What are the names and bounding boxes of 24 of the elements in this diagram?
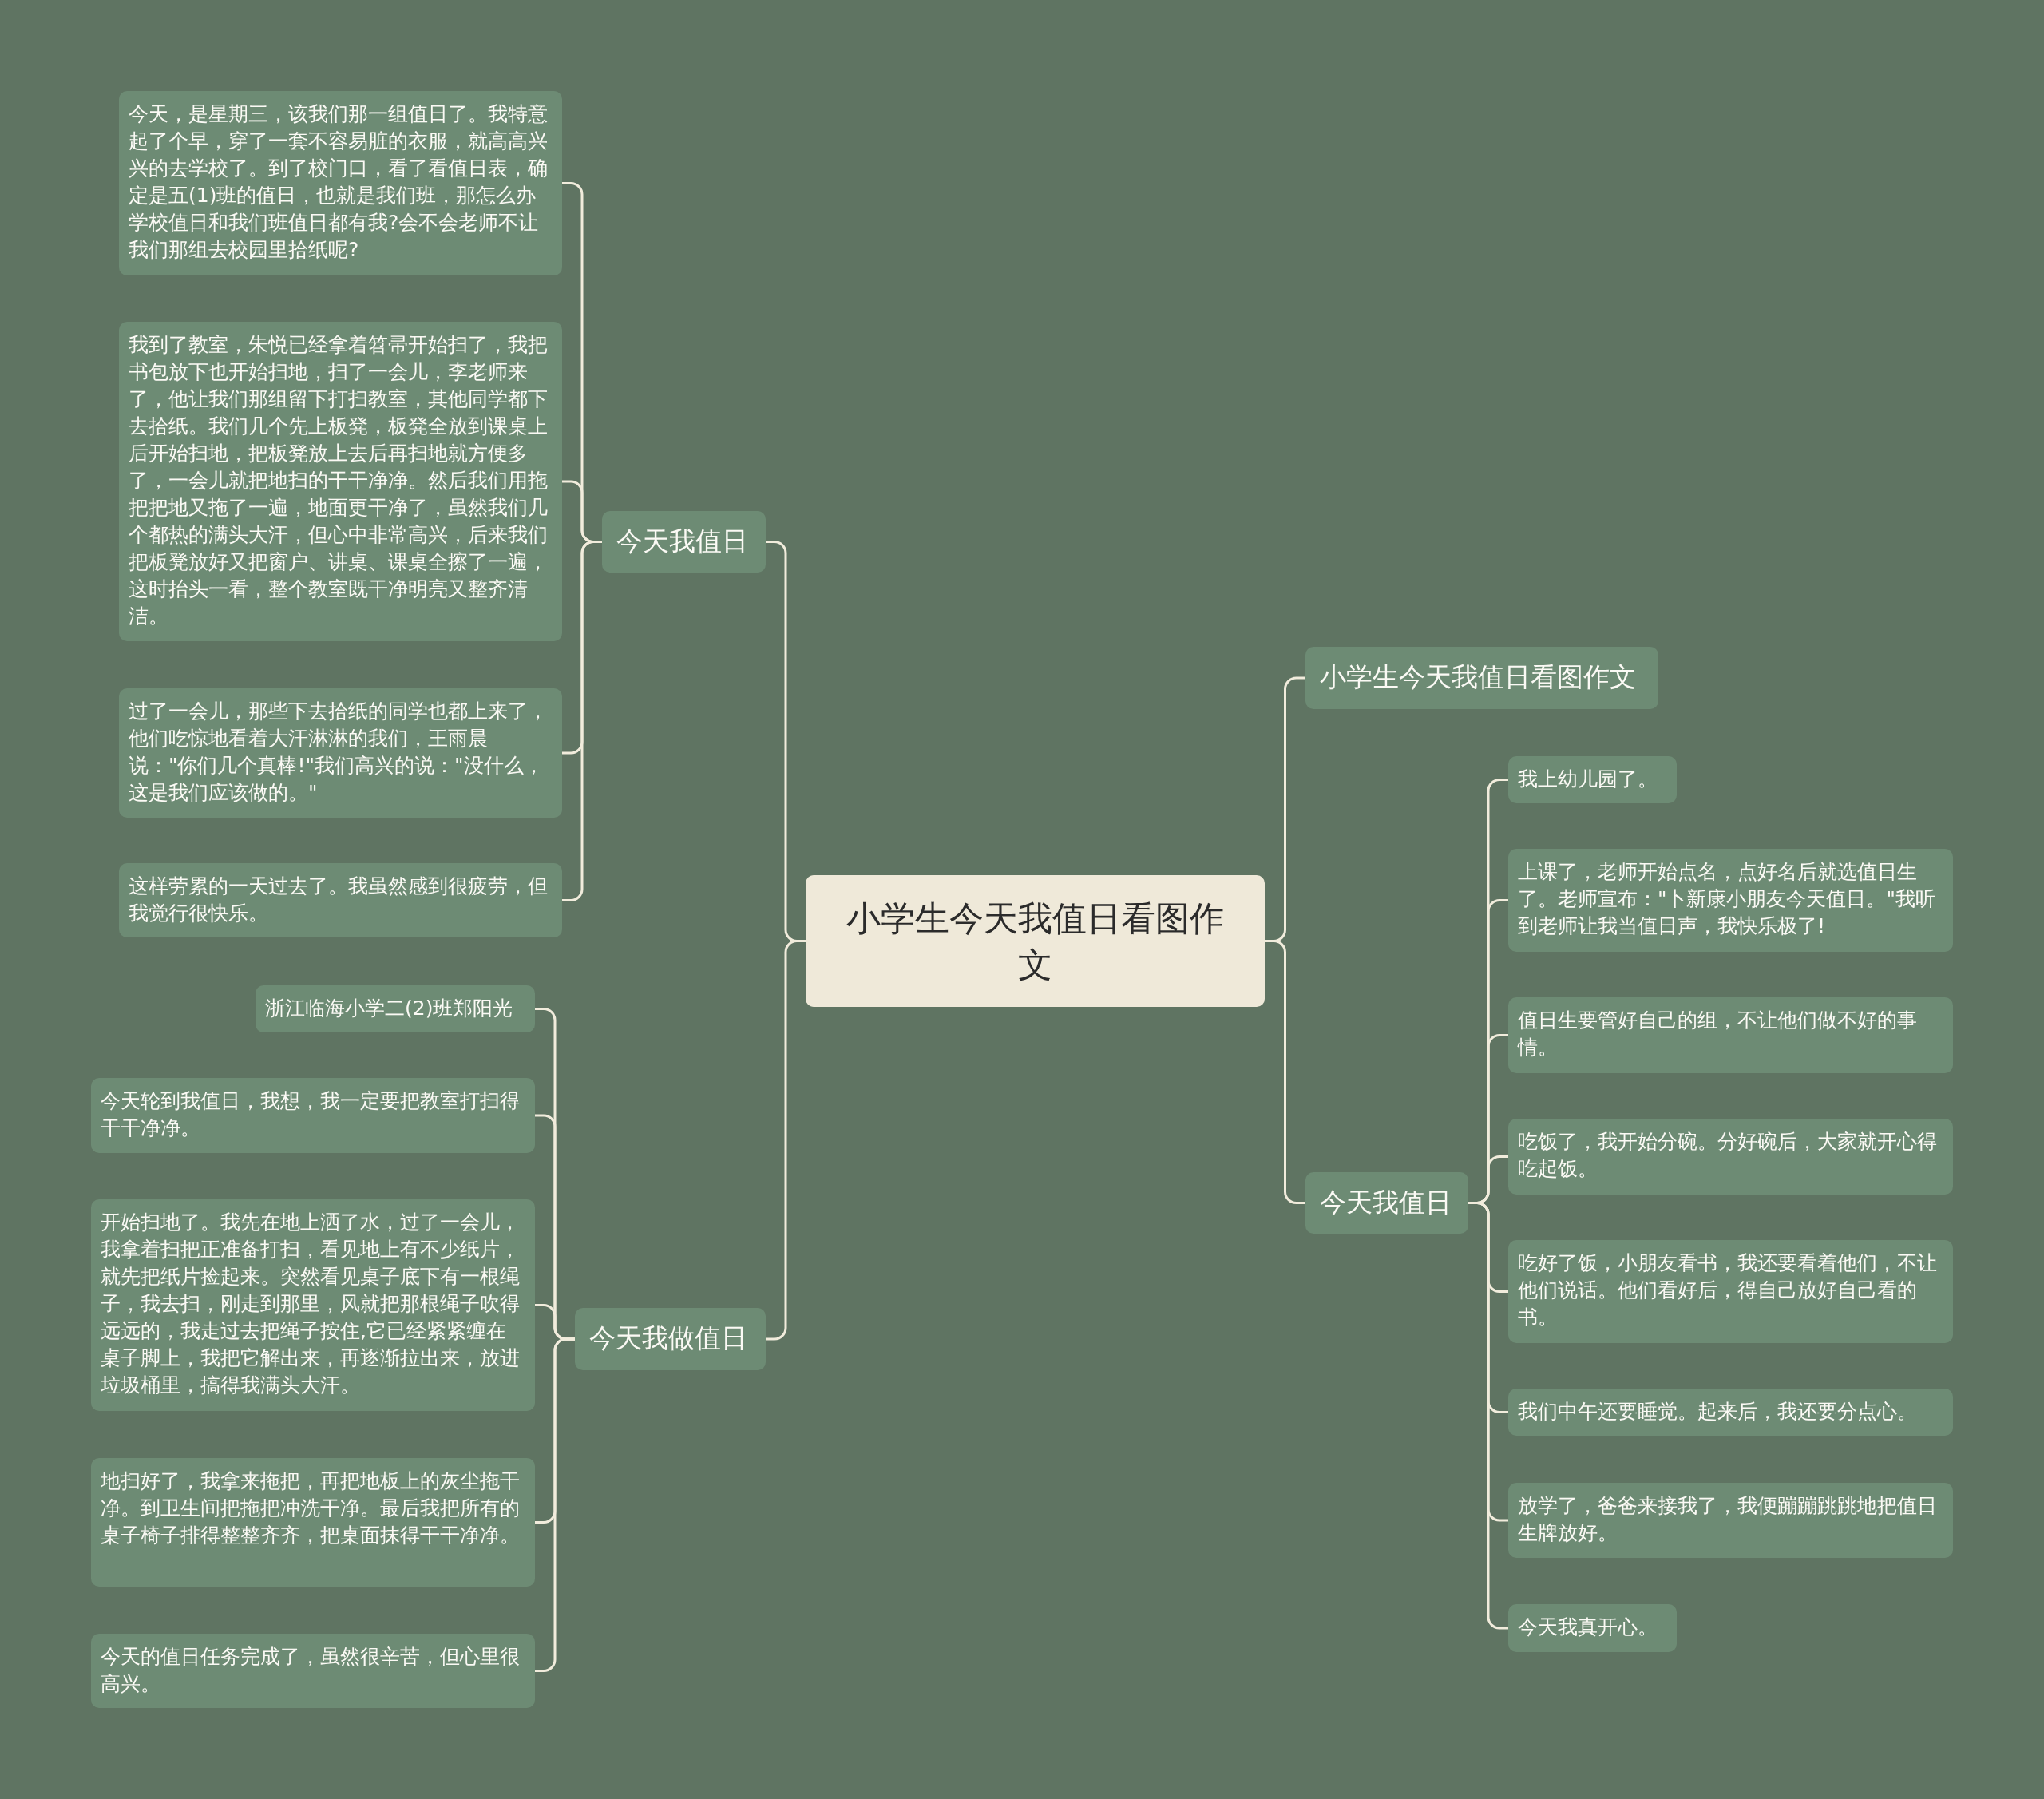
text-card: 我到了教室，朱悦已经拿着笤帚开始扫了，我把书包放下也开始扫地，扫了一会儿，李老师来了，他让我们那组留下打扫教室，其他同学都下去拾纸。我们几个先上板凳，板凳全放到课桌上后开始扫地，把板凳放上去后再扫地就方便多了，一会儿就把地扫的干干净净。然后我们用拖把把地又拖了一遍，地面更干净了，虽然我们几个都热的满头大汗，但心中非常高兴，后来我们把板凳放好又把窗户、讲桌、课桌全擦了一遍，这时抬头一看，整个教室既干净明亮又整齐清洁。 bbox=[119, 322, 562, 641]
branch-box: 今天我值日 bbox=[1305, 1172, 1468, 1234]
branch-box: 小学生今天我值日看图作文 bbox=[1305, 647, 1658, 709]
text-card: 开始扫地了。我先在地上洒了水，过了一会儿，我拿着扫把正准备打扫，看见地上有不少纸片，就先把纸片捡起来。突然看见桌子底下有一根绳子，我去扫，刚走到那里，风就把那根绳子吹得远远的，我走过去把绳子按住,它已经紧紧缠在桌子脚上，我把它解出来，再逐渐拉出来，放进垃圾桶里，搞得我满头大汗。 bbox=[91, 1199, 535, 1411]
text-card: 今天轮到我值日，我想，我一定要把教室打扫得干干净净。 bbox=[91, 1078, 535, 1153]
connector-line bbox=[535, 1337, 575, 1672]
connector-line bbox=[562, 541, 602, 901]
text-card: 放学了，爸爸来接我了，我便蹦蹦跳跳地把值日生牌放好。 bbox=[1508, 1483, 1953, 1558]
branch-box: 今天我做值日 bbox=[575, 1308, 766, 1370]
text-card: 这样劳累的一天过去了。我虽然感到很疲劳，但我觉行很快乐。 bbox=[119, 863, 562, 937]
text-card: 吃好了饭，小朋友看书，我还要看着他们，不让他们说话。他们看好后，得自己放好自己看的书。 bbox=[1508, 1240, 1953, 1343]
text-card: 吃饭了，我开始分碗。分好碗后，大家就开心得吃起饭。 bbox=[1508, 1119, 1953, 1195]
text-card: 浙江临海小学二(2)班郑阳光 bbox=[256, 985, 535, 1032]
branch-box: 今天我值日 bbox=[602, 511, 766, 573]
text-card: 今天的值日任务完成了，虽然很辛苦，但心里很高兴。 bbox=[91, 1634, 535, 1708]
text-card: 我们中午还要睡觉。起来后，我还要分点心。 bbox=[1508, 1389, 1953, 1436]
text-card: 值日生要管好自己的组，不让他们做不好的事情。 bbox=[1508, 997, 1953, 1073]
text-card: 地扫好了，我拿来拖把，再把地板上的灰尘拖干净。到卫生间把拖把冲洗干净。最后我把所有的桌子椅子排得整整齐齐，把桌面抹得干干净净。 bbox=[91, 1458, 535, 1587]
text-card: 今天，是星期三，该我们那一组值日了。我特意起了个早，穿了一套不容易脏的衣服，就高高兴兴的去学校了。到了校门口，看了看值日表，确定是五(1)班的值日，也就是我们班，那怎么办学校值日和我们班值日都有我?会不会老师不让我们那组去校园里拾纸呢? bbox=[119, 91, 562, 275]
topic-box: 小学生今天我值日看图作文 bbox=[806, 875, 1265, 1007]
text-card: 过了一会儿，那些下去拾纸的同学也都上来了，他们吃惊地看着大汗淋淋的我们，王雨晨说："你们几个真棒!"我们高兴的说："没什么，这是我们应该做的。" bbox=[119, 688, 562, 818]
text-card: 我上幼儿园了。 bbox=[1508, 756, 1677, 803]
text-card: 上课了，老师开始点名，点好名后就选值日生了。老师宣布："卜新康小朋友今天值日。"我听到老师让我当值日声，我快乐极了! bbox=[1508, 849, 1953, 952]
text-card: 今天我真开心。 bbox=[1508, 1604, 1677, 1652]
